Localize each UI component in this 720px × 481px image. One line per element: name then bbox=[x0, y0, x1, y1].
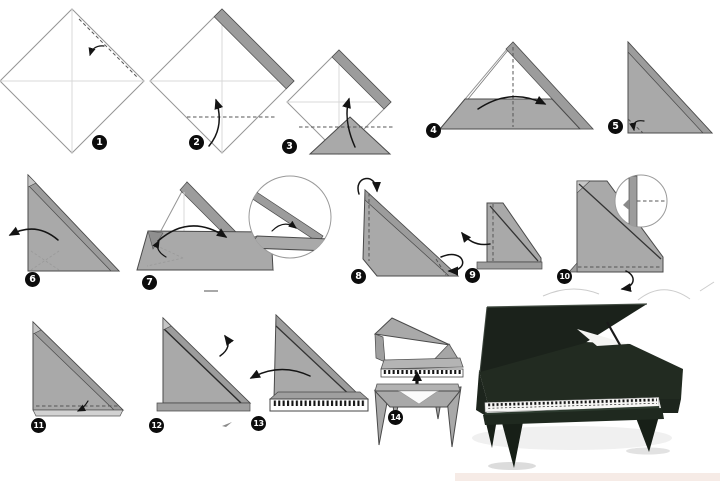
step-11-figure bbox=[32, 320, 125, 417]
step-14-figure bbox=[373, 317, 464, 448]
step-9-figure bbox=[461, 202, 543, 270]
step-7-detail-inset bbox=[248, 175, 332, 259]
step-12-badge: 12 bbox=[149, 418, 164, 433]
fold-arrow bbox=[8, 226, 59, 241]
piano-lid bbox=[480, 304, 647, 372]
lid-prop-stick bbox=[606, 321, 621, 346]
step-10-figure bbox=[568, 180, 664, 293]
step-6-figure bbox=[8, 173, 121, 272]
curl-arrow-top bbox=[357, 177, 382, 195]
step-2-badge: 2 bbox=[189, 135, 204, 150]
step-14-legs bbox=[373, 383, 462, 448]
curl-arrow-bottom bbox=[440, 253, 464, 276]
step-1-figure bbox=[0, 8, 145, 154]
step-6-badge: 6 bbox=[25, 272, 40, 287]
step-8-badge: 8 bbox=[351, 269, 366, 284]
step-1-badge: 1 bbox=[92, 135, 107, 150]
fold-arrow bbox=[271, 220, 297, 232]
fold-arrow bbox=[88, 45, 105, 57]
step-3-badge: 3 bbox=[282, 139, 297, 154]
fold-arrow bbox=[477, 95, 547, 110]
step-4-figure bbox=[438, 41, 595, 130]
step-12-figure bbox=[156, 316, 252, 427]
step-14-body bbox=[373, 317, 464, 378]
piano-leg-back bbox=[485, 419, 497, 448]
finished-piano-photo bbox=[455, 281, 720, 481]
fold-arrow bbox=[342, 97, 356, 148]
fold-arrow bbox=[208, 98, 224, 147]
photo-edge-strip bbox=[455, 473, 720, 481]
step-8-figure bbox=[357, 177, 464, 277]
fold-arrow bbox=[249, 368, 311, 379]
step-13-badge: 13 bbox=[251, 416, 266, 431]
piano-leg-left bbox=[502, 422, 523, 468]
fold-line-dashed bbox=[627, 118, 644, 134]
fold-line-dashed bbox=[78, 18, 139, 79]
fold-arrow bbox=[76, 400, 89, 412]
step-4-badge: 4 bbox=[426, 123, 441, 138]
fold-arrow-small bbox=[152, 239, 167, 258]
step-14-badge: 14 bbox=[388, 410, 403, 425]
step-10-detail-inset bbox=[614, 174, 668, 228]
piano-leg-right bbox=[636, 416, 659, 452]
lid-opening bbox=[577, 329, 628, 346]
piano-keys bbox=[273, 400, 365, 407]
fold-arrow bbox=[219, 334, 234, 357]
step-13-figure bbox=[249, 313, 369, 412]
step-7-figure bbox=[136, 181, 275, 271]
step-9-badge: 9 bbox=[465, 268, 480, 283]
fold-arrow bbox=[620, 270, 634, 293]
step-5-figure bbox=[627, 40, 714, 134]
step-5-badge: 5 bbox=[608, 119, 623, 134]
fold-arrow bbox=[629, 120, 645, 132]
small-cursor-arrow bbox=[222, 422, 232, 427]
step-7-badge: 7 bbox=[142, 275, 157, 290]
step-2-figure bbox=[149, 8, 295, 154]
piano-keys bbox=[487, 398, 657, 409]
piano-keyboard bbox=[484, 397, 660, 413]
piano-keys bbox=[383, 370, 461, 375]
fold-arrow bbox=[461, 231, 491, 246]
fold-arrow bbox=[157, 225, 228, 242]
step-11-badge: 11 bbox=[31, 418, 46, 433]
step-3-figure bbox=[286, 49, 394, 155]
step-10-badge: 10 bbox=[557, 269, 572, 284]
